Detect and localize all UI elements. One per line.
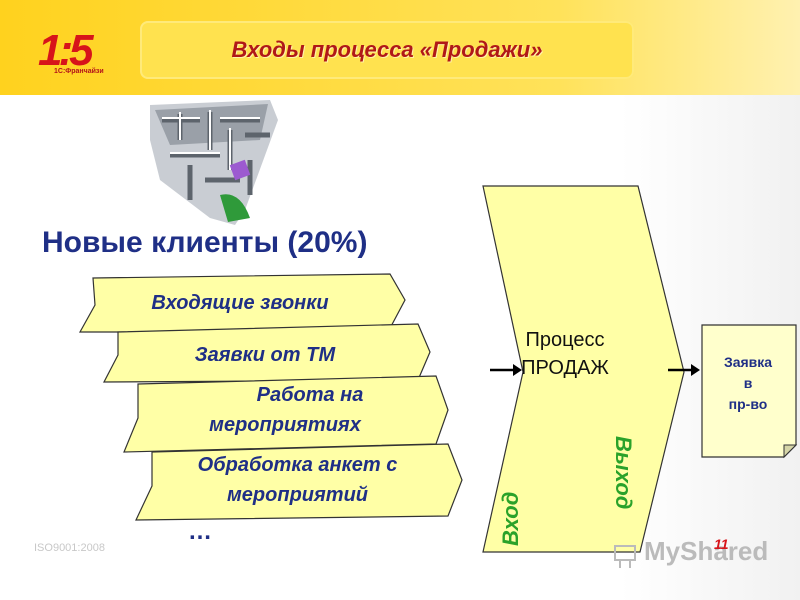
more-items-ellipsis: … xyxy=(188,518,212,545)
process-chevron xyxy=(482,185,685,553)
process-output-label: Выход xyxy=(611,436,636,510)
input-item-label: Входящие звонки xyxy=(151,292,329,314)
company-logo: 1:5 1С:Франчайзи xyxy=(38,28,120,80)
input-item-label-2: мероприятиях xyxy=(209,414,361,436)
input-item-label-2: мероприятий xyxy=(227,484,368,506)
logo-mark: 1:5 xyxy=(38,26,94,75)
iso-footer: ISO9001:2008 xyxy=(34,542,105,554)
page-number: 11 xyxy=(714,536,729,552)
process-label: Процесс ПРОДАЖ xyxy=(510,326,620,382)
document-fold xyxy=(783,444,798,459)
process-line-2: ПРОДАЖ xyxy=(521,357,609,379)
input-banner-shape xyxy=(135,443,463,521)
request-line-1: Заявка xyxy=(723,354,773,370)
request-line-2: в xyxy=(743,375,753,391)
input-item-tm: Заявки от ТМ xyxy=(125,340,405,370)
new-clients-heading: Новые клиенты (20%) xyxy=(42,226,368,259)
logo-subtitle: 1С:Франчайзи xyxy=(54,68,104,75)
watermark-icon xyxy=(614,545,636,568)
maze-illustration-icon xyxy=(150,100,278,225)
input-item-forms: Обработка анкет с мероприятий xyxy=(155,450,440,510)
input-item-label: Заявки от ТМ xyxy=(194,344,336,366)
process-line-1: Процесс xyxy=(525,329,605,351)
watermark-text: MyShared xyxy=(644,536,769,566)
output-arrowhead xyxy=(691,364,700,376)
request-line-3: пр-во xyxy=(728,396,768,412)
slide-title: Входы процесса «Продажи» xyxy=(231,37,543,62)
request-document-label: Заявка в пр-во xyxy=(702,352,794,415)
input-item-label: Работа на xyxy=(256,384,364,406)
input-arrowhead xyxy=(513,364,522,376)
input-item-events: Работа на мероприятиях xyxy=(145,380,425,440)
input-item-label: Обработка анкет с xyxy=(197,454,398,476)
slide-title-box: Входы процесса «Продажи» xyxy=(140,21,634,79)
process-input-label: Вход xyxy=(498,491,523,546)
input-item-calls: Входящие звонки xyxy=(100,288,380,318)
